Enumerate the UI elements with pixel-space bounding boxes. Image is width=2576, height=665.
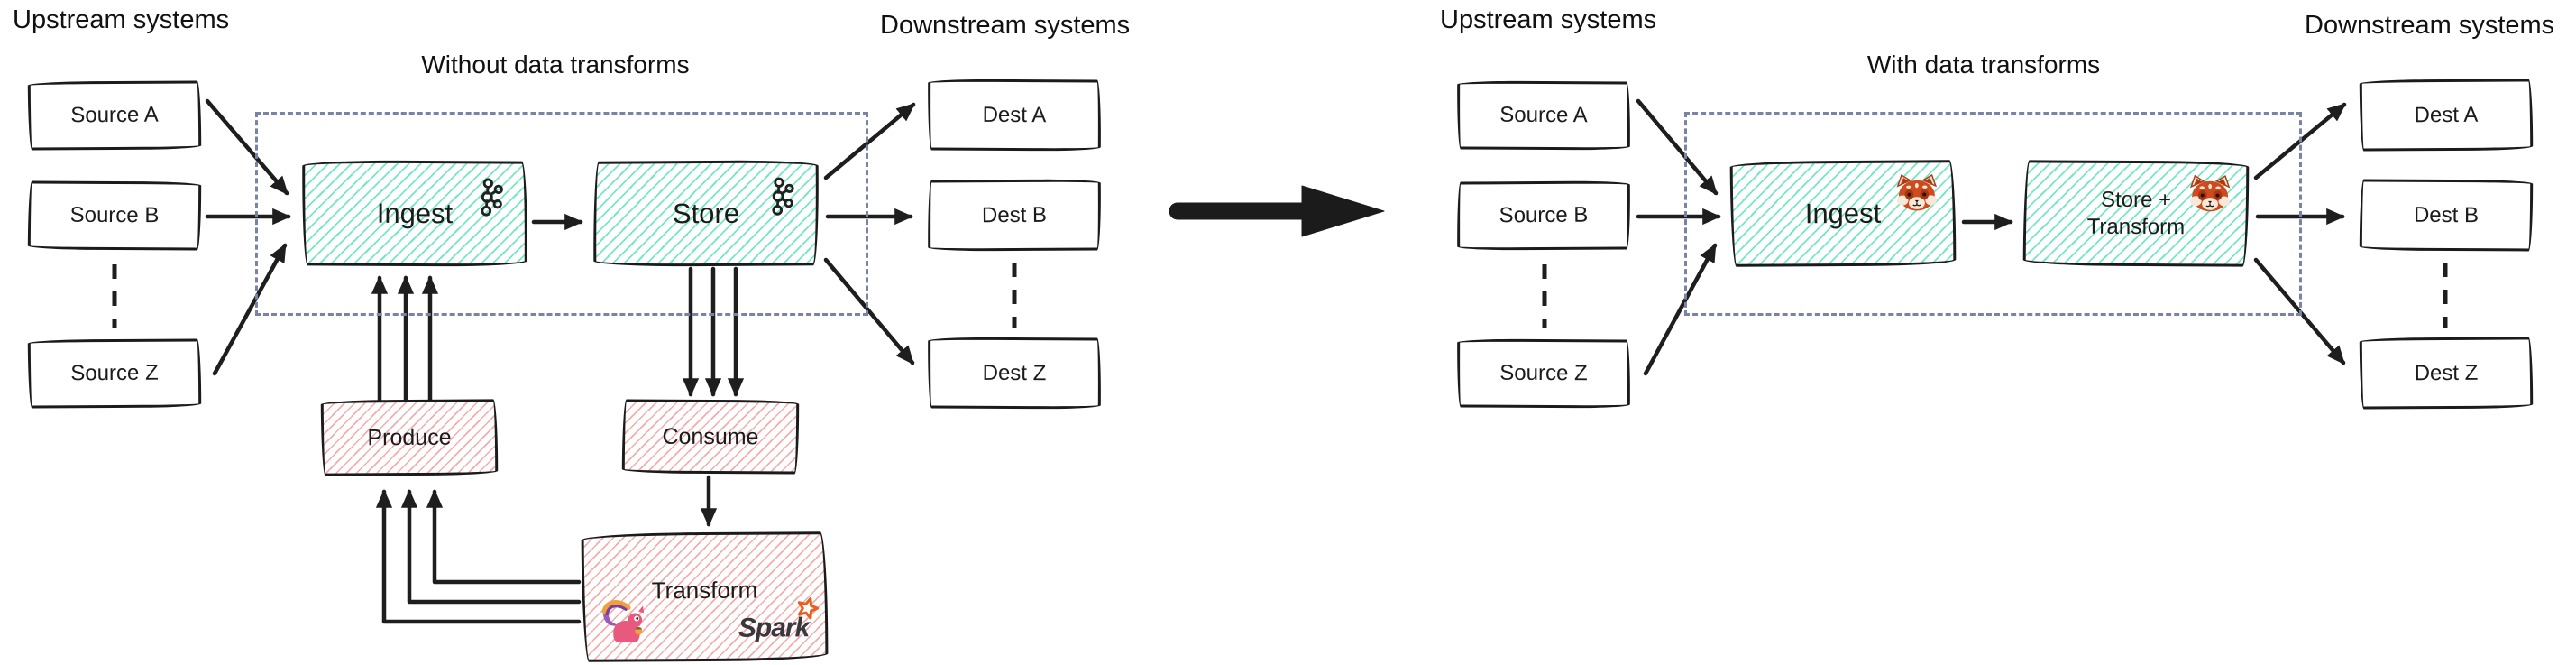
downstream-systems-label-right: Downstream systems <box>2305 11 2555 40</box>
store-box-left: Store <box>592 160 820 267</box>
source-a-label-left: Source A <box>70 102 159 128</box>
produce-box: Produce <box>320 399 499 476</box>
dest-z-box-right: Dest Z <box>2359 337 2534 410</box>
transition-arrow <box>1169 185 1385 237</box>
source-a-box-left: Source A <box>27 80 202 151</box>
panel-title-left: Without data transforms <box>421 51 690 79</box>
store-transform-box: Store + Transform <box>2022 160 2250 267</box>
source-b-label-left: Source B <box>69 202 160 228</box>
upstream-systems-label-left: Upstream systems <box>13 5 230 34</box>
dest-b-label-left: Dest B <box>981 202 1048 227</box>
source-a-label-right: Source A <box>1499 102 1588 128</box>
source-z-box-left: Source Z <box>27 338 202 409</box>
source-b-label-right: Source B <box>1499 202 1589 228</box>
redpanda-icon <box>1895 173 1939 218</box>
ingest-label-left: Ingest <box>376 197 454 229</box>
panel-title-right: With data transforms <box>1866 51 2101 79</box>
source-z-box-right: Source Z <box>1456 338 1631 409</box>
ingest-box-left: Ingest <box>301 160 528 267</box>
produce-label: Produce <box>367 424 452 450</box>
ingest-box-right: Ingest <box>1729 160 1957 267</box>
dest-b-label-right: Dest B <box>2413 202 2480 227</box>
dest-z-label-left: Dest Z <box>982 360 1047 385</box>
dest-z-label-right: Dest Z <box>2414 360 2479 385</box>
spark-logo: Spark <box>738 596 820 643</box>
ingest-label-right: Ingest <box>1804 197 1882 229</box>
source-z-label-left: Source Z <box>70 360 159 386</box>
store-label-left: Store <box>672 197 740 229</box>
ellipsis-dashes <box>112 263 2448 328</box>
dest-b-box-right: Dest B <box>2359 179 2534 252</box>
dest-z-box-left: Dest Z <box>927 337 1102 410</box>
kafka-icon <box>769 177 796 224</box>
left-panel-arrows <box>205 98 916 624</box>
dest-a-box-right: Dest A <box>2359 79 2534 152</box>
kafka-icon <box>478 178 505 225</box>
dest-a-label-left: Dest A <box>982 102 1047 127</box>
pipeline-boundary-left <box>255 112 868 316</box>
store-transform-label: Store + Transform <box>2086 187 2186 239</box>
downstream-systems-label-left: Downstream systems <box>880 11 1131 40</box>
source-z-label-right: Source Z <box>1499 360 1588 386</box>
pipeline-boundary-right <box>1684 112 2302 316</box>
consume-box: Consume <box>621 399 800 475</box>
source-b-box-right: Source B <box>1456 180 1631 251</box>
consume-label: Consume <box>662 423 759 449</box>
upstream-systems-label-right: Upstream systems <box>1440 5 1657 34</box>
redpanda-icon <box>2188 174 2232 218</box>
dest-a-label-right: Dest A <box>2414 102 2479 127</box>
source-a-box-right: Source A <box>1456 80 1631 151</box>
flink-squirrel-icon <box>599 596 646 651</box>
source-b-box-left: Source B <box>27 180 202 251</box>
spark-star-icon <box>794 596 820 628</box>
transform-box: Transform Spark <box>581 531 829 662</box>
dest-a-box-left: Dest A <box>927 79 1102 152</box>
dest-b-box-left: Dest B <box>927 179 1102 252</box>
